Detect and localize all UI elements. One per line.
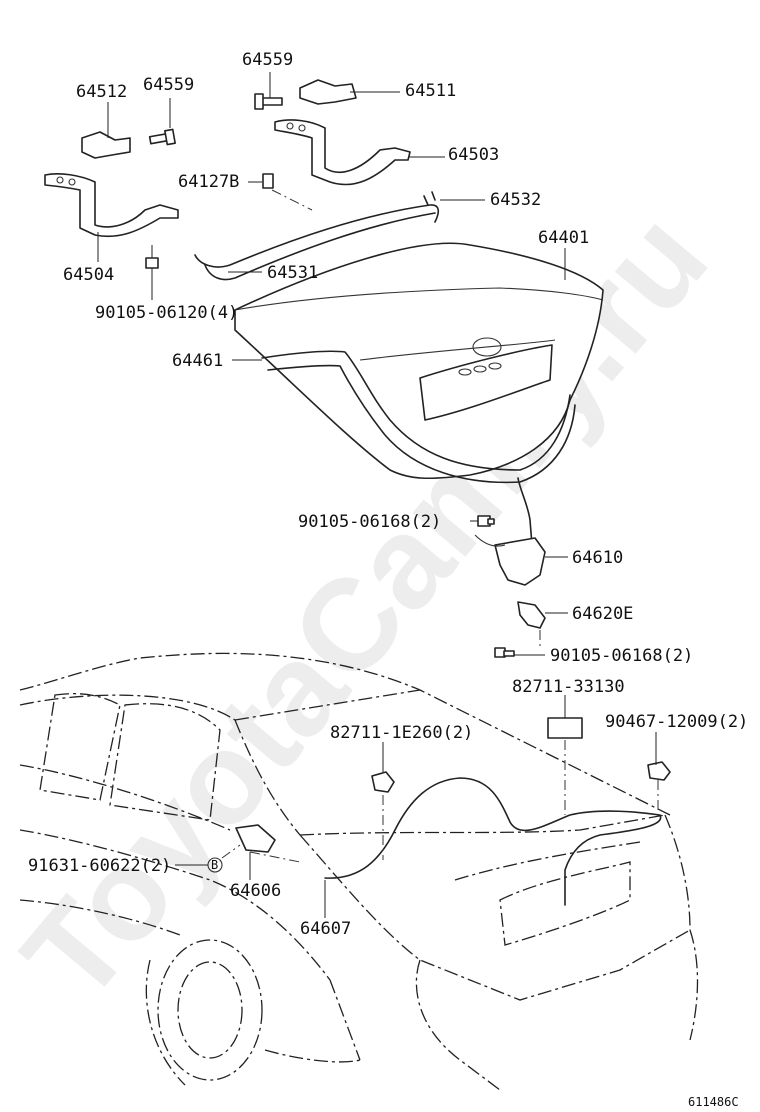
label-64559-top: 64559 — [242, 50, 293, 70]
nut-90105-06120 — [145, 245, 159, 269]
label-64504: 64504 — [63, 265, 114, 285]
bracket-64511 — [299, 79, 357, 105]
leader-lines — [97, 72, 657, 918]
label-64511: 64511 — [405, 81, 456, 101]
label-64503: 64503 — [448, 145, 499, 165]
label-90467-12009: 90467-12009(2) — [605, 712, 748, 732]
label-64512: 64512 — [76, 82, 127, 102]
label-64531: 64531 — [267, 263, 318, 283]
label-91631-60622: 91631-60622(2) — [28, 856, 171, 876]
bracket-64512 — [81, 131, 131, 159]
car-body-outline — [19, 652, 699, 1091]
clip-64127B — [262, 173, 274, 189]
label-64606: 64606 — [230, 881, 281, 901]
clamp-90467-12009 — [647, 761, 671, 781]
label-64461: 64461 — [172, 351, 223, 371]
hinge-right — [274, 119, 411, 186]
switch-82711-33130 — [547, 717, 583, 739]
label-82711-1E260: 82711-1E260(2) — [330, 723, 473, 743]
weatherstrip — [261, 350, 576, 484]
label-90105-06168-a: 90105-06168(2) — [298, 512, 441, 532]
label-90105-06120: 90105-06120(4) — [95, 303, 238, 323]
handle-64606 — [235, 824, 276, 853]
striker-64620E — [517, 601, 546, 629]
label-64127B: 64127B — [178, 172, 239, 192]
label-90105-06168-b: 90105-06168(2) — [550, 646, 693, 666]
cable-64607 — [324, 777, 662, 906]
assembly-lines — [221, 189, 659, 863]
ref-b-letter: B — [211, 858, 218, 872]
bolt-90105-06168-b — [494, 647, 515, 658]
reference-code: 611486C — [688, 1095, 739, 1109]
label-82711-33130: 82711-33130 — [512, 677, 625, 697]
hinge-left — [44, 173, 179, 238]
part-labels: 64559 64511 64512 64559 64503 64127B 645… — [28, 50, 748, 1109]
label-64559-left: 64559 — [143, 75, 194, 95]
label-64610: 64610 — [572, 548, 623, 568]
label-64620E: 64620E — [572, 604, 633, 624]
clamp-82711-1E260 — [371, 771, 395, 793]
label-64607: 64607 — [300, 919, 351, 939]
lock-assembly — [474, 477, 546, 586]
bolt-64559-left — [148, 128, 176, 146]
label-64401: 64401 — [538, 228, 589, 248]
bolt-64559-top — [254, 93, 283, 110]
label-64532: 64532 — [490, 190, 541, 210]
torsion-bars — [194, 191, 440, 281]
